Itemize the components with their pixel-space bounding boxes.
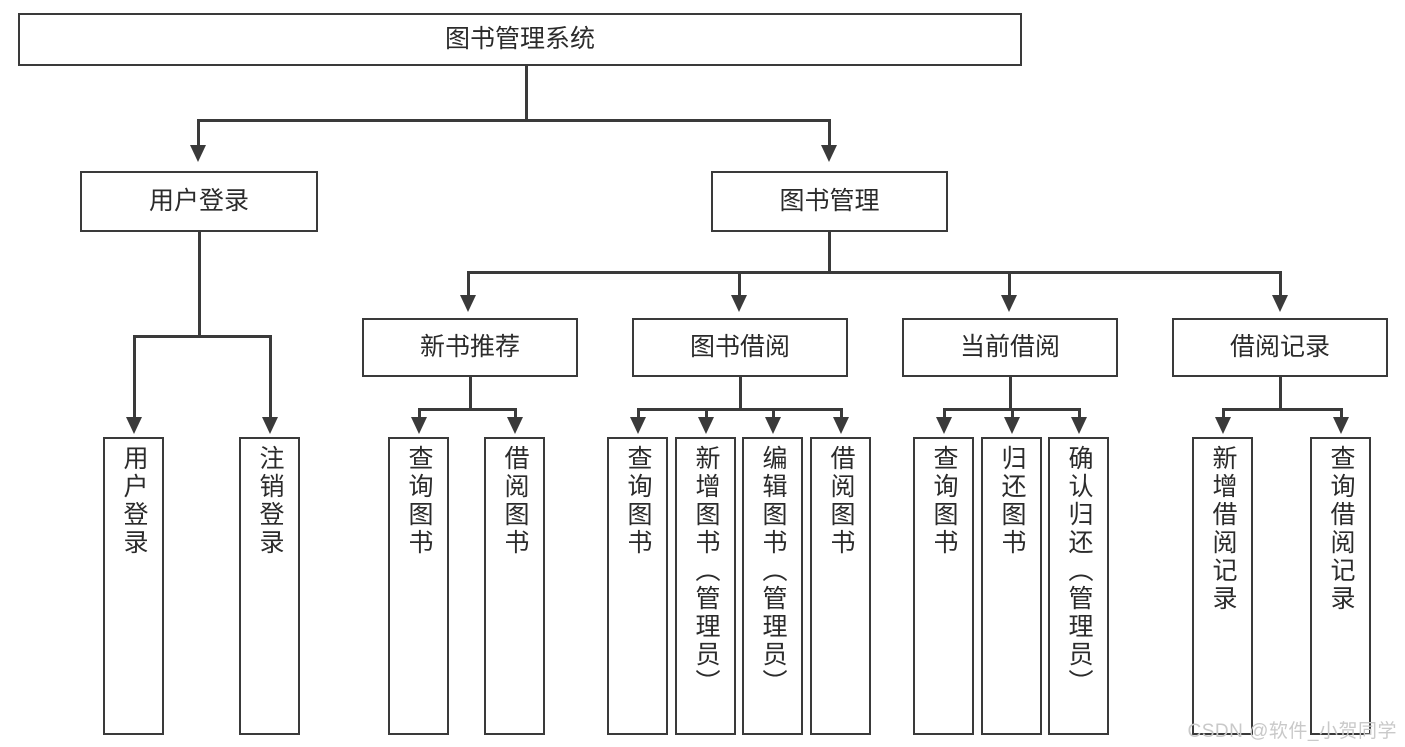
leaf-label: 查询借阅记录 <box>1327 445 1355 613</box>
edge-drop-leaf-br-1 <box>1340 408 1343 420</box>
leaf-cb-confirm-return-admin[interactable]: 确认归还（管理员） <box>1048 437 1109 735</box>
edge-user-login-stem <box>198 232 201 335</box>
edge-drop-leaf-nbr-1 <box>514 408 517 420</box>
node-borrow-record[interactable]: 借阅记录 <box>1172 318 1388 377</box>
edge-level3-bus <box>467 271 1281 274</box>
edge-drop-leaf-nbr-0 <box>418 408 421 420</box>
edge-user-login-bus <box>133 335 271 338</box>
leaf-br-add-record[interactable]: 新增借阅记录 <box>1192 437 1253 735</box>
leaf-label: 新增图书（管理员） <box>692 445 720 697</box>
leaf-label: 归还图书 <box>998 445 1026 557</box>
edge-drop-leaf-cb-1 <box>1011 408 1014 420</box>
leaf-label: 编辑图书（管理员） <box>759 445 787 697</box>
arrow-to-leaf-user-login-1 <box>262 417 278 434</box>
edge-drop-book-management <box>828 119 831 149</box>
edge-level2-bus <box>197 119 830 122</box>
edge-new-book-recommend-stem <box>469 377 472 408</box>
leaf-label: 查询图书 <box>405 445 433 557</box>
node-label: 借阅记录 <box>1229 333 1330 362</box>
leaf-label: 借阅图书 <box>827 445 855 557</box>
leaf-user-login-login[interactable]: 用户登录 <box>103 437 164 735</box>
edge-drop-book-borrow <box>738 271 741 298</box>
arrow-to-current-borrow <box>1001 295 1017 312</box>
edge-drop-leaf-bb-3 <box>840 408 843 420</box>
edge-borrow-record-bus <box>1222 408 1341 411</box>
edge-book-management-stem <box>828 232 831 271</box>
leaf-nbr-borrow-book[interactable]: 借阅图书 <box>484 437 545 735</box>
edge-borrow-record-stem <box>1279 377 1282 408</box>
leaf-label: 查询图书 <box>624 445 652 557</box>
leaf-label: 用户登录 <box>120 445 148 557</box>
arrow-to-leaf-cb-1 <box>1004 417 1020 434</box>
edge-drop-borrow-record <box>1279 271 1282 298</box>
arrow-to-leaf-cb-2 <box>1071 417 1087 434</box>
edge-drop-leaf-bb-1 <box>705 408 708 420</box>
leaf-label: 注销登录 <box>256 445 284 557</box>
leaf-nbr-query-book[interactable]: 查询图书 <box>388 437 449 735</box>
edge-drop-leaf-cb-2 <box>1078 408 1081 420</box>
edge-root-stem <box>525 66 528 119</box>
node-root-book-management-system[interactable]: 图书管理系统 <box>18 13 1022 66</box>
leaf-bb-edit-book-admin[interactable]: 编辑图书（管理员） <box>742 437 803 735</box>
watermark: CSDN @软件_小贺同学 <box>1187 721 1397 742</box>
node-label: 用户登录 <box>148 187 249 216</box>
edge-drop-user-login <box>197 119 200 149</box>
arrow-to-borrow-record <box>1272 295 1288 312</box>
node-label: 图书管理 <box>779 187 880 216</box>
leaf-bb-borrow-book[interactable]: 借阅图书 <box>810 437 871 735</box>
arrow-to-leaf-nbr-1 <box>507 417 523 434</box>
node-label: 新书推荐 <box>419 333 520 362</box>
node-user-login[interactable]: 用户登录 <box>80 171 318 232</box>
edge-drop-leaf-br-0 <box>1222 408 1225 420</box>
edge-book-borrow-stem <box>739 377 742 408</box>
node-label: 图书借阅 <box>689 333 790 362</box>
arrow-to-leaf-nbr-0 <box>411 417 427 434</box>
arrow-to-leaf-br-0 <box>1215 417 1231 434</box>
leaf-br-query-record[interactable]: 查询借阅记录 <box>1310 437 1371 735</box>
node-book-borrow[interactable]: 图书借阅 <box>632 318 848 377</box>
edge-drop-leaf-user-login-1 <box>269 335 272 420</box>
leaf-label: 查询图书 <box>930 445 958 557</box>
arrow-to-book-borrow <box>731 295 747 312</box>
edge-drop-leaf-bb-0 <box>637 408 640 420</box>
arrow-to-leaf-br-1 <box>1333 417 1349 434</box>
node-current-borrow[interactable]: 当前借阅 <box>902 318 1118 377</box>
arrow-to-book-management <box>821 145 837 162</box>
edge-drop-leaf-bb-2 <box>772 408 775 420</box>
arrow-to-leaf-user-login-0 <box>126 417 142 434</box>
arrow-to-leaf-cb-0 <box>936 417 952 434</box>
leaf-cb-return-book[interactable]: 归还图书 <box>981 437 1042 735</box>
arrow-to-leaf-bb-0 <box>630 417 646 434</box>
arrow-to-leaf-bb-3 <box>833 417 849 434</box>
arrow-to-leaf-bb-1 <box>698 417 714 434</box>
arrow-to-leaf-bb-2 <box>765 417 781 434</box>
leaf-bb-add-book-admin[interactable]: 新增图书（管理员） <box>675 437 736 735</box>
edge-drop-leaf-cb-0 <box>943 408 946 420</box>
edge-new-book-recommend-bus <box>418 408 516 411</box>
leaf-bb-query-book[interactable]: 查询图书 <box>607 437 668 735</box>
arrow-to-new-book-recommend <box>460 295 476 312</box>
leaf-label: 新增借阅记录 <box>1209 445 1237 613</box>
edge-drop-leaf-user-login-0 <box>133 335 136 420</box>
leaf-cb-query-book[interactable]: 查询图书 <box>913 437 974 735</box>
edge-drop-new-book-recommend <box>467 271 470 298</box>
edge-drop-current-borrow <box>1008 271 1011 298</box>
edge-book-borrow-bus <box>637 408 841 411</box>
leaf-user-login-logout[interactable]: 注销登录 <box>239 437 300 735</box>
edge-current-borrow-stem <box>1009 377 1012 408</box>
node-label: 当前借阅 <box>959 333 1060 362</box>
node-book-management[interactable]: 图书管理 <box>711 171 948 232</box>
node-label: 图书管理系统 <box>444 25 595 54</box>
leaf-label: 借阅图书 <box>501 445 529 557</box>
leaf-label: 确认归还（管理员） <box>1065 445 1093 697</box>
node-new-book-recommend[interactable]: 新书推荐 <box>362 318 578 377</box>
arrow-to-user-login <box>190 145 206 162</box>
